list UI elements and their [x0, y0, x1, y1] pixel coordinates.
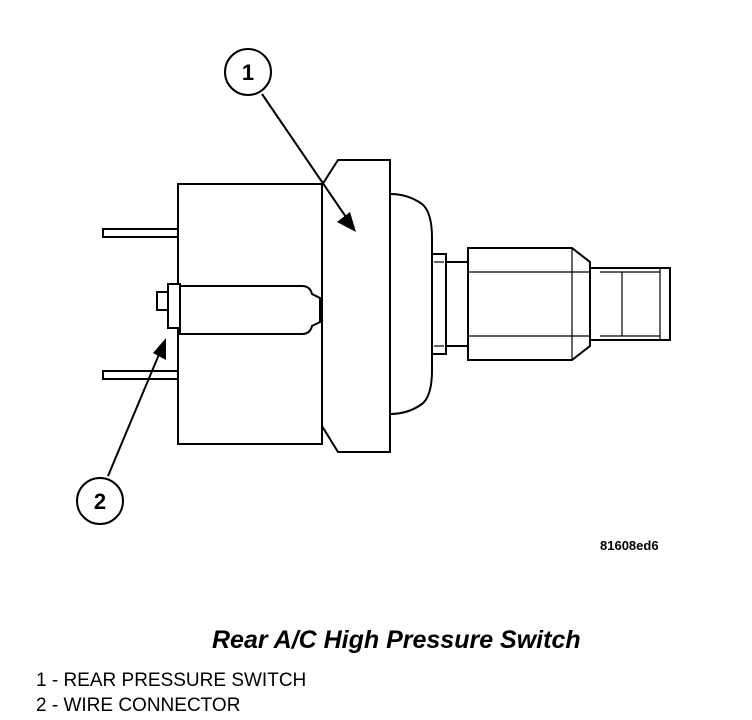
callout-1-number: 1	[242, 60, 254, 85]
switch-housing	[321, 159, 391, 453]
threaded-end	[589, 267, 671, 341]
figure-code: 81608ed6	[600, 538, 659, 553]
callout-2: 2	[76, 477, 124, 525]
diaphragm-dome	[389, 192, 433, 416]
callout-2-number: 2	[94, 489, 106, 514]
neck-collar	[431, 253, 469, 355]
callout-1: 1	[224, 48, 272, 96]
legend-item-2: 2 - WIRE CONNECTOR	[36, 695, 240, 716]
figure-title: Rear A/C High Pressure Switch	[212, 626, 581, 654]
hex-fitting	[467, 247, 591, 361]
leader-arrows	[107, 93, 356, 477]
legend-item-1: 1 - REAR PRESSURE SWITCH	[36, 670, 306, 691]
wire-connector	[156, 283, 321, 335]
